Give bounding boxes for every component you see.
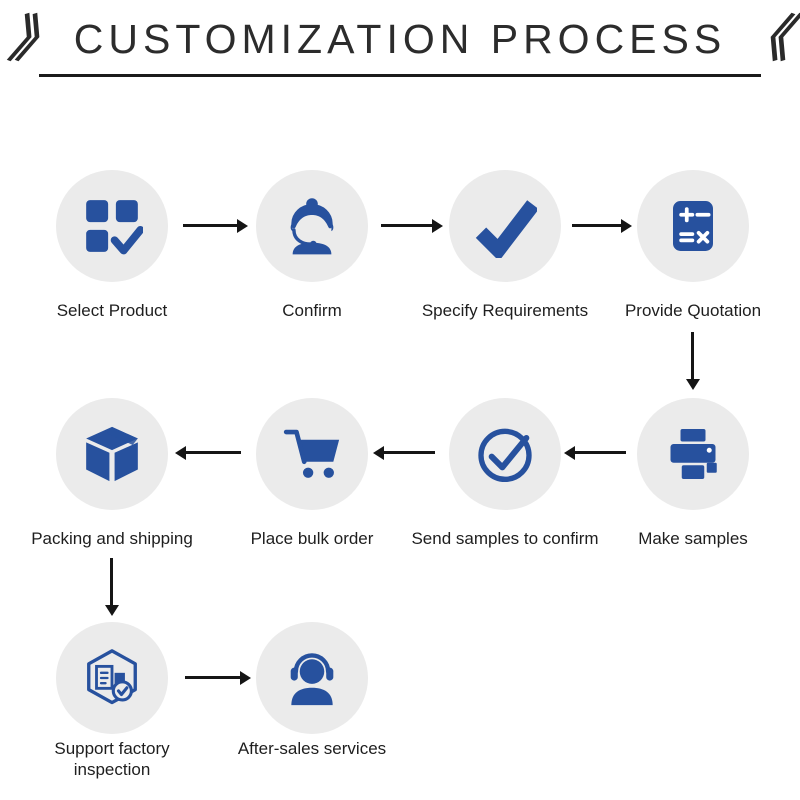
arrow-down-2 [104, 558, 119, 616]
arrow-right-3 [572, 218, 632, 233]
arrow-left-2 [373, 445, 435, 460]
step-label: Place bulk order [250, 529, 374, 548]
step-label: Packing and shipping [31, 529, 193, 548]
checkmark-icon [475, 200, 537, 258]
step-label: After-sales services [237, 739, 387, 758]
page-title: CUSTOMIZATION PROCESS [73, 15, 727, 62]
arrow-right-1 [183, 218, 248, 233]
step-label: Select Product [56, 301, 168, 320]
step-label: Specify Requirements [421, 301, 589, 320]
product-grid-check-icon [86, 200, 143, 255]
arrow-right-4 [185, 670, 251, 685]
calculator-icon [673, 201, 713, 251]
page-title-row: 》 CUSTOMIZATION PROCESS 《 [0, 10, 800, 68]
arrow-right-2 [381, 218, 443, 233]
step-label: Support factory inspection [54, 739, 170, 780]
step-circle-confirm [256, 170, 368, 282]
step-circle-packing-shipping [56, 398, 168, 510]
shopping-cart-icon [283, 429, 340, 478]
step-circle-send-samples [449, 398, 561, 510]
arrow-left-3 [175, 445, 241, 460]
step-label: Provide Quotation [624, 301, 762, 320]
left-guillemet-decoration: 》 [5, 11, 64, 67]
headset-person-icon [290, 653, 334, 706]
step-circle-factory-inspection [56, 622, 168, 734]
step-circle-place-bulk-order [256, 398, 368, 510]
step-circle-after-sales [256, 622, 368, 734]
package-box-icon [86, 426, 138, 482]
step-label: Make samples [638, 529, 748, 548]
step-label: Confirm [282, 301, 342, 320]
step-label: Send samples to confirm [411, 529, 599, 548]
step-circle-provide-quotation [637, 170, 749, 282]
step-circle-select-product [56, 170, 168, 282]
step-circle-make-samples [637, 398, 749, 510]
customer-service-agent-icon [290, 198, 334, 255]
circle-check-icon [478, 428, 532, 482]
right-guillemet-decoration: 《 [736, 11, 795, 67]
step-circle-specify-requirements [449, 170, 561, 282]
title-underline [39, 74, 761, 77]
arrow-down-1 [685, 332, 700, 390]
printer-icon [670, 429, 717, 479]
arrow-left-1 [564, 445, 626, 460]
factory-inspection-icon [87, 649, 137, 705]
